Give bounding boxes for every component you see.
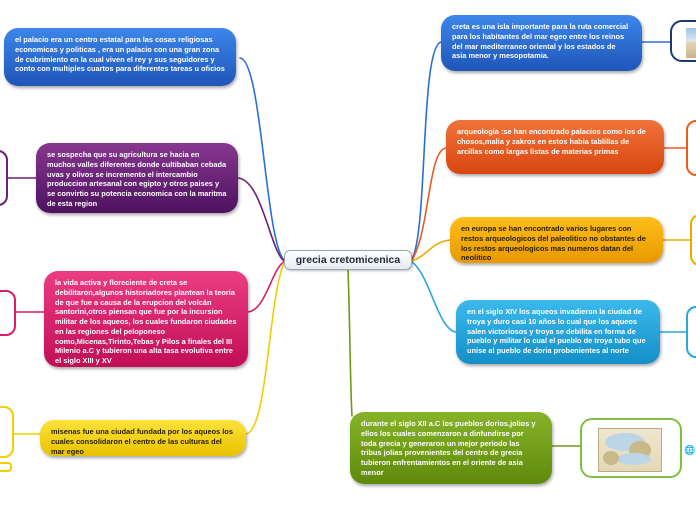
connector-orange xyxy=(411,147,447,261)
connector-gold xyxy=(411,239,451,262)
connector-blue-right xyxy=(411,41,442,260)
connector-blue xyxy=(239,57,285,261)
connector-purple xyxy=(237,177,285,262)
topic-arqueologia[interactable]: arqueologia :se han encontrado palacios … xyxy=(446,120,664,174)
topic-troya[interactable]: en el siglo XIV los aqueos invadieron la… xyxy=(456,300,660,364)
link-globe-icon[interactable]: 🌐 xyxy=(684,446,696,456)
crete-photo[interactable] xyxy=(670,20,696,62)
connector-cyan xyxy=(411,261,457,333)
topic-dorios-text: durante el siglo XII a.C los pueblos dor… xyxy=(361,419,536,477)
map-thumbnail[interactable] xyxy=(580,418,682,478)
map-image xyxy=(598,428,662,472)
topic-troya-text: en el siglo XIV los aqueos invadieron la… xyxy=(467,307,646,356)
connector-pink xyxy=(247,261,285,313)
topic-palacio[interactable]: el palacio era un centro estatal para la… xyxy=(4,28,236,86)
edge-subtopic-cyan[interactable] xyxy=(686,306,696,358)
edge-subtopic-pink[interactable] xyxy=(0,290,16,336)
topic-europa[interactable]: en europa se han encontrado varios lugar… xyxy=(450,217,663,263)
topic-agricultura[interactable]: se sospecha que su agricultura se hacia … xyxy=(36,143,238,213)
topic-dorios[interactable]: durante el siglo XII a.C los pueblos dor… xyxy=(350,412,552,484)
topic-agricultura-text: se sospecha que su agricultura se hacia … xyxy=(47,150,227,208)
topic-misenas[interactable]: misenas fue una ciudad fundada por los a… xyxy=(40,420,246,456)
edge-subtopic-purple[interactable] xyxy=(0,150,8,206)
topic-palacio-text: el palacio era un centro estatal para la… xyxy=(15,35,225,74)
central-topic[interactable]: grecia cretomicenica xyxy=(284,250,412,270)
topic-europa-text: en europa se han encontrado varios lugar… xyxy=(461,224,646,263)
connector-green xyxy=(347,269,353,417)
edge-subtopic-yellow-small[interactable] xyxy=(0,462,12,472)
topic-creta-isla-text: creta es una isla importante para la rut… xyxy=(452,22,629,61)
central-topic-title: grecia cretomicenica xyxy=(295,254,401,266)
topic-creta-decline[interactable]: la vida activa y floreciente de creta se… xyxy=(44,271,248,367)
crete-image xyxy=(686,28,696,58)
topic-creta-decline-text: la vida activa y floreciente de creta se… xyxy=(55,278,237,366)
topic-misenas-text: misenas fue una ciudad fundada por los a… xyxy=(51,427,233,456)
edge-subtopic-yellow[interactable] xyxy=(0,406,14,458)
topic-arqueologia-text: arqueologia :se han encontrado palacios … xyxy=(457,127,646,156)
edge-subtopic-gold[interactable] xyxy=(690,214,696,266)
edge-subtopic-orange[interactable] xyxy=(686,120,696,176)
topic-creta-isla[interactable]: creta es una isla importante para la rut… xyxy=(441,15,642,71)
connector-yellow xyxy=(245,262,285,435)
